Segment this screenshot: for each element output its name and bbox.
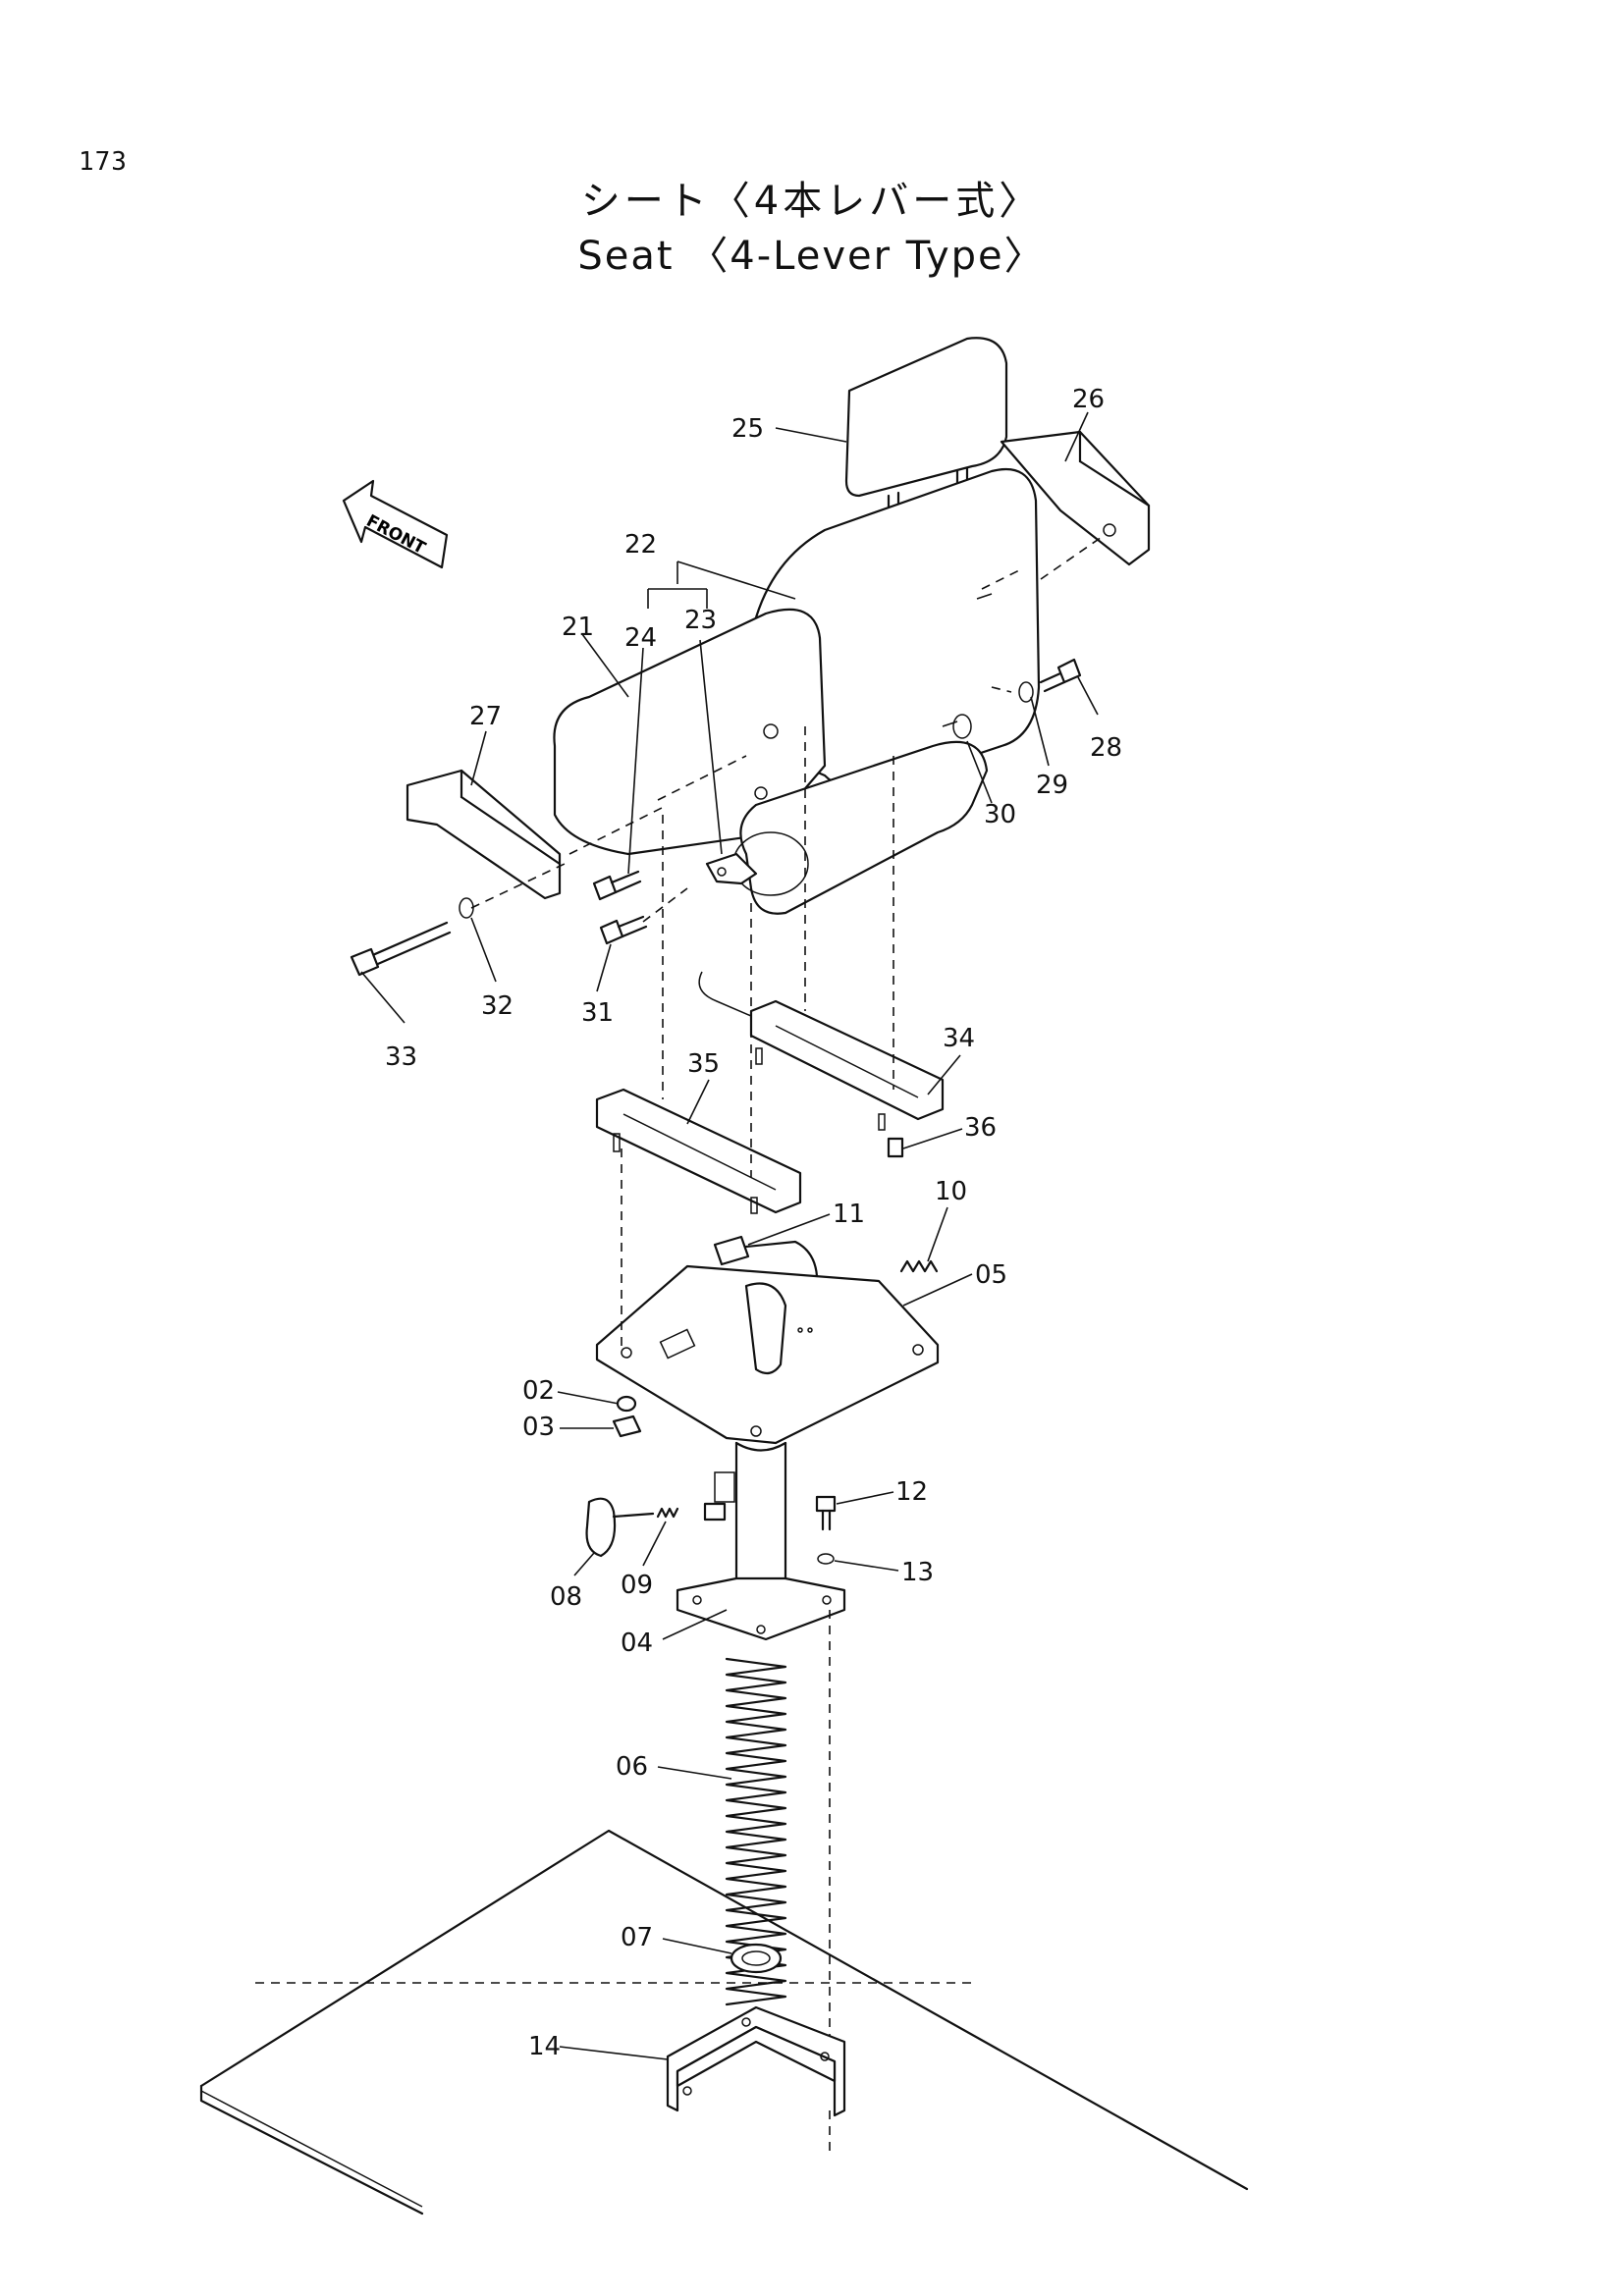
callout-12: 12	[895, 1477, 928, 1507]
leader-lines	[360, 411, 1099, 2060]
nut-03	[612, 1415, 642, 1438]
callout-36: 36	[964, 1113, 997, 1143]
callout-31: 31	[581, 998, 614, 1028]
slide-rail-35	[595, 1088, 802, 1214]
bolt-36	[887, 1137, 904, 1158]
callout-11: 11	[833, 1200, 865, 1229]
callout-26: 26	[1072, 385, 1105, 414]
callout-09: 09	[621, 1571, 653, 1600]
callout-04: 04	[621, 1629, 653, 1658]
callout-22: 22	[624, 530, 657, 560]
washer-32	[459, 897, 474, 919]
callout-21: 21	[562, 613, 594, 642]
callout-13: 13	[901, 1558, 934, 1587]
washer-29	[1018, 681, 1034, 703]
title-english: Seat 〈4-Lever Type〉	[577, 234, 1046, 279]
seat-column-04	[676, 1441, 846, 1641]
bolt-24	[592, 870, 642, 901]
bolt-12	[815, 1495, 837, 1531]
cab-floor	[199, 1829, 1249, 2216]
callout-07: 07	[621, 1923, 653, 1952]
callout-28: 28	[1090, 733, 1122, 763]
callout-06: 06	[616, 1752, 648, 1782]
spring-seat-07	[730, 1943, 783, 1974]
page-number: 173	[79, 147, 128, 177]
knob-08	[585, 1497, 655, 1558]
lever-23	[705, 852, 758, 885]
callout-32: 32	[481, 991, 514, 1021]
lever-11	[713, 1235, 819, 1278]
bolt-28	[1039, 658, 1082, 693]
slide-rail-34	[698, 971, 945, 1131]
callout-02: 02	[522, 1376, 555, 1406]
spring-10	[899, 1259, 939, 1273]
bolt-33	[350, 921, 452, 977]
right-armrest	[1000, 430, 1151, 566]
callouts: 25 26 22 21 24 23 27 28 29 30 33 32 31 3…	[385, 385, 1122, 2061]
seat-body	[553, 467, 1041, 915]
callout-34: 34	[943, 1024, 975, 1053]
callout-29: 29	[1036, 771, 1068, 800]
callout-24: 24	[624, 623, 657, 653]
title-japanese: シート〈4本レバー式〉	[580, 179, 1043, 224]
front-arrow-icon: FRONT	[342, 479, 449, 569]
left-armrest	[406, 769, 562, 900]
callout-27: 27	[469, 702, 502, 731]
callout-14: 14	[528, 2032, 561, 2061]
callout-35: 35	[687, 1049, 720, 1079]
callout-33: 33	[385, 1042, 417, 1072]
callout-25: 25	[731, 414, 764, 444]
assembly-lines	[255, 534, 1106, 2155]
washer-02	[616, 1395, 637, 1413]
callout-08: 08	[550, 1582, 582, 1612]
callout-10: 10	[935, 1177, 967, 1206]
callout-23: 23	[684, 606, 717, 635]
callout-30: 30	[984, 800, 1016, 829]
bolt-31	[599, 915, 648, 945]
bracket-14	[666, 2005, 846, 2117]
spring-09	[656, 1502, 727, 1522]
spacer-30	[952, 714, 972, 739]
seat-plate-05	[595, 1264, 940, 1445]
washer-13	[817, 1553, 835, 1565]
callout-05: 05	[975, 1260, 1007, 1290]
callout-03: 03	[522, 1413, 555, 1442]
